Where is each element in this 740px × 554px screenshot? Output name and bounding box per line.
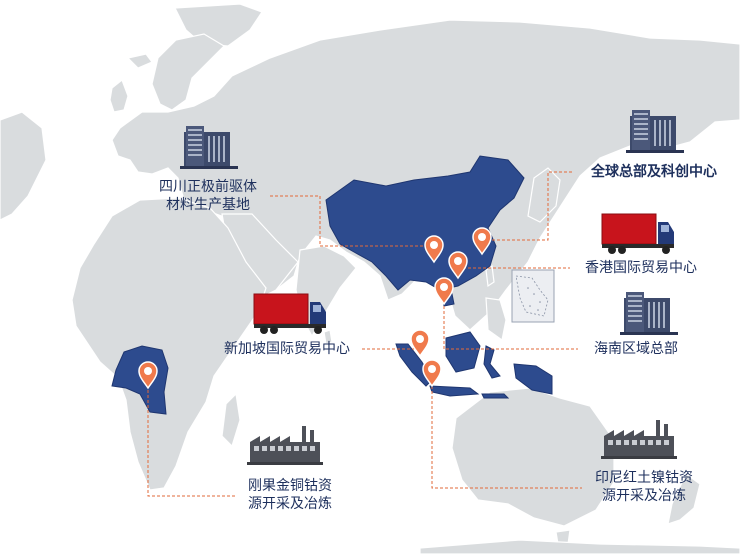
taiwan-land bbox=[485, 264, 495, 288]
label-hainan-hq: 海南区域总部 bbox=[582, 340, 690, 358]
china-region bbox=[325, 155, 525, 291]
label-congo-line1: 刚果金铜钴资 bbox=[248, 478, 332, 494]
label-sichuan-line2: 材料生产基地 bbox=[166, 197, 250, 213]
indonesia-borneo bbox=[445, 331, 481, 373]
factory-icon-congo bbox=[247, 426, 323, 465]
drc-region bbox=[111, 345, 169, 415]
madagascar-land bbox=[221, 392, 241, 448]
leader-lines bbox=[147, 171, 582, 497]
indonesia-sulawesi bbox=[483, 345, 501, 379]
leader-indonesia bbox=[431, 376, 582, 489]
japan-land bbox=[527, 167, 561, 223]
scandinavia-land bbox=[151, 33, 225, 111]
label-congo-mining: 刚果金铜钴资 源开采及冶炼 bbox=[238, 477, 342, 513]
label-congo-line2: 源开采及冶炼 bbox=[248, 496, 332, 512]
leader-hq bbox=[482, 171, 574, 241]
iceland-land bbox=[126, 53, 153, 69]
label-indonesia-line2: 源开采及冶炼 bbox=[602, 488, 686, 504]
factory-icon-indonesia bbox=[601, 420, 677, 459]
newzealand-land bbox=[667, 473, 701, 525]
label-hainan-line1: 海南区域总部 bbox=[594, 341, 678, 357]
office-building-icon-hq bbox=[626, 110, 684, 153]
label-global-hq: 全球总部及科创中心 bbox=[576, 163, 732, 181]
leader-hainan bbox=[443, 296, 578, 350]
label-indonesia-mining: 印尼红土镍钴资 源开采及冶炼 bbox=[584, 469, 704, 505]
philippines-land bbox=[485, 297, 507, 342]
label-hq-line1: 全球总部及科创中心 bbox=[591, 164, 717, 180]
label-hongkong-trade: 香港国际贸易中心 bbox=[574, 259, 708, 277]
indonesia-papua bbox=[513, 363, 553, 395]
australia-land bbox=[451, 387, 615, 527]
leader-sichuan bbox=[270, 195, 432, 247]
land-masses bbox=[0, 3, 740, 554]
africa-land bbox=[71, 197, 267, 491]
label-singapore-trade: 新加坡国际贸易中心 bbox=[214, 340, 360, 358]
britain-land bbox=[109, 79, 129, 113]
americas-land bbox=[0, 111, 47, 221]
office-building-icon-hainan bbox=[620, 292, 678, 335]
label-hongkong-line1: 香港国际贸易中心 bbox=[585, 260, 697, 276]
highlighted-regions bbox=[111, 155, 553, 415]
south-china-sea-inset bbox=[511, 269, 555, 323]
label-sichuan-line1: 四川正极前驱体 bbox=[159, 179, 257, 195]
indonesia-islands bbox=[481, 393, 510, 399]
srilanka-land bbox=[323, 329, 333, 345]
label-singapore-line1: 新加坡国际贸易中心 bbox=[224, 341, 350, 357]
label-indonesia-line1: 印尼红土镍钴资 bbox=[595, 470, 693, 486]
office-building-icon-sichuan bbox=[180, 126, 238, 169]
leader-congo bbox=[147, 380, 236, 497]
indonesia-java bbox=[429, 385, 480, 397]
label-sichuan-base: 四川正极前驱体 材料生产基地 bbox=[148, 178, 268, 214]
truck-icon-hongkong bbox=[601, 213, 675, 255]
antarctica-land bbox=[419, 539, 740, 554]
